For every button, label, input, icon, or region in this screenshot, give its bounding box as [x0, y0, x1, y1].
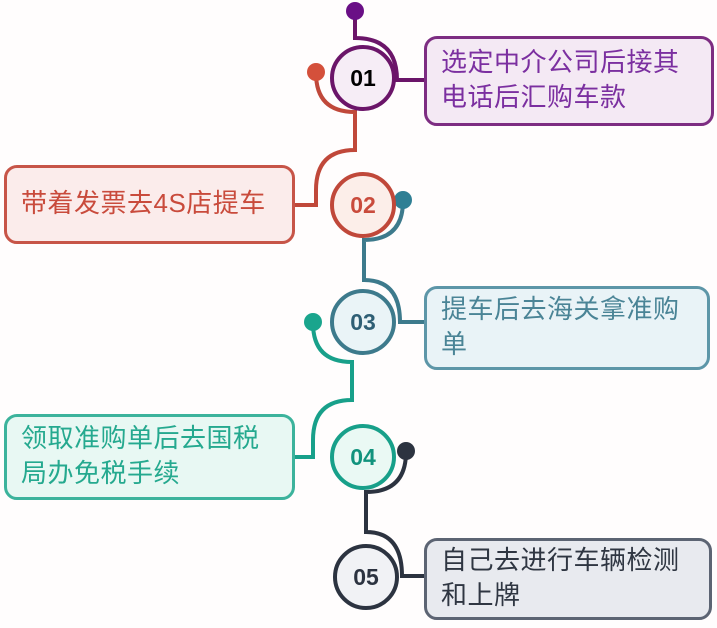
step-bubble-05[interactable]: 自己去进行车辆检测和上牌: [424, 538, 712, 620]
step-text-02: 带着发票去4S店提车: [21, 187, 266, 218]
step-text-01: 选定中介公司后接其电话后汇购车款: [441, 47, 680, 112]
step-circle-04[interactable]: 04: [330, 424, 396, 490]
step-bubble-02[interactable]: 带着发票去4S店提车: [4, 165, 295, 244]
dot-step-01: [346, 2, 364, 20]
step-text-03: 提车后去海关拿准购单: [441, 294, 680, 359]
step-number-03: 03: [350, 308, 376, 335]
step-text-05: 自己去进行车辆检测和上牌: [441, 545, 680, 610]
step-number-04: 04: [350, 443, 376, 470]
dot-step-02: [307, 63, 325, 81]
step-number-02: 02: [350, 191, 376, 218]
step-circle-03[interactable]: 03: [330, 289, 396, 355]
step-text-04: 领取准购单后去国税局办免税手续: [21, 423, 260, 488]
dot-step-05: [397, 442, 415, 460]
step-number-01: 01: [350, 64, 376, 91]
step-circle-02[interactable]: 02: [330, 172, 396, 238]
dot-step-04: [304, 313, 322, 331]
step-bubble-01[interactable]: 选定中介公司后接其电话后汇购车款: [424, 36, 714, 126]
dot-step-03: [394, 191, 412, 209]
step-bubble-03[interactable]: 提车后去海关拿准购单: [424, 286, 710, 370]
step-bubble-04[interactable]: 领取准购单后去国税局办免税手续: [4, 414, 295, 500]
step-circle-05[interactable]: 05: [333, 544, 399, 610]
step-number-05: 05: [353, 563, 379, 590]
step-circle-01[interactable]: 01: [330, 45, 396, 111]
